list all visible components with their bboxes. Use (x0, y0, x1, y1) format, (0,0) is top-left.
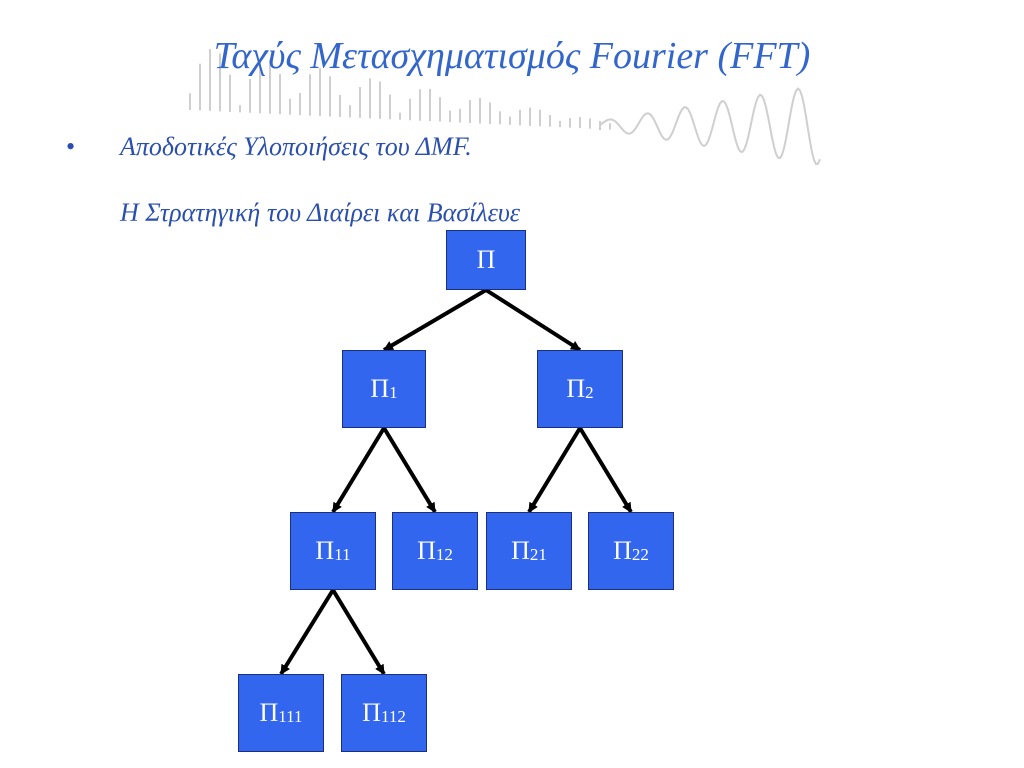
arrow-n1-to-n11 (331, 426, 386, 514)
node-subscript: 111 (278, 707, 303, 726)
arrow-n2-to-n22 (578, 426, 633, 514)
node-label: Π (511, 536, 530, 565)
node-subscript: 2 (585, 383, 594, 402)
node-subscript: 11 (334, 545, 351, 564)
node-subscript: 21 (529, 545, 547, 564)
node-label: Π (362, 698, 381, 727)
arrow-root-to-n1 (382, 288, 488, 352)
node-label: Π (613, 536, 632, 565)
bullet-marker: • (66, 132, 76, 161)
arrow-n1-to-n12 (382, 426, 437, 514)
arrow-root-to-n2 (484, 288, 582, 352)
node-subscript: 12 (435, 545, 453, 564)
slide-title: Ταχύς Μετασχηματισμός Fourier (FFT) (213, 35, 811, 77)
bullet-text-implementations: Αποδοτικές Υλοποιήσεις του ΔΜF. (120, 132, 472, 161)
node-subscript: 22 (631, 545, 649, 564)
node-label: Π (315, 536, 335, 565)
arrow-n11-to-n112 (331, 588, 386, 676)
node-label: Π (476, 245, 496, 274)
arrow-n11-to-n111 (279, 588, 335, 676)
node-label: Π (566, 374, 586, 403)
node-subscript: 112 (380, 707, 406, 726)
signal-waveform-decoration (189, 49, 821, 166)
impulse-stems-decoration (189, 49, 611, 130)
sinusoid-decoration (599, 87, 821, 166)
node-label: Π (417, 536, 436, 565)
node-subscript: 1 (389, 383, 398, 402)
bullet-text-divide-and-conquer: Η Στρατηγική του Διαίρει και Βασίλευε (120, 198, 521, 227)
arrow-n2-to-n21 (527, 426, 582, 514)
node-label: Π (259, 698, 279, 727)
node-label: Π (370, 374, 390, 403)
tree-node-root: Π (446, 230, 526, 290)
